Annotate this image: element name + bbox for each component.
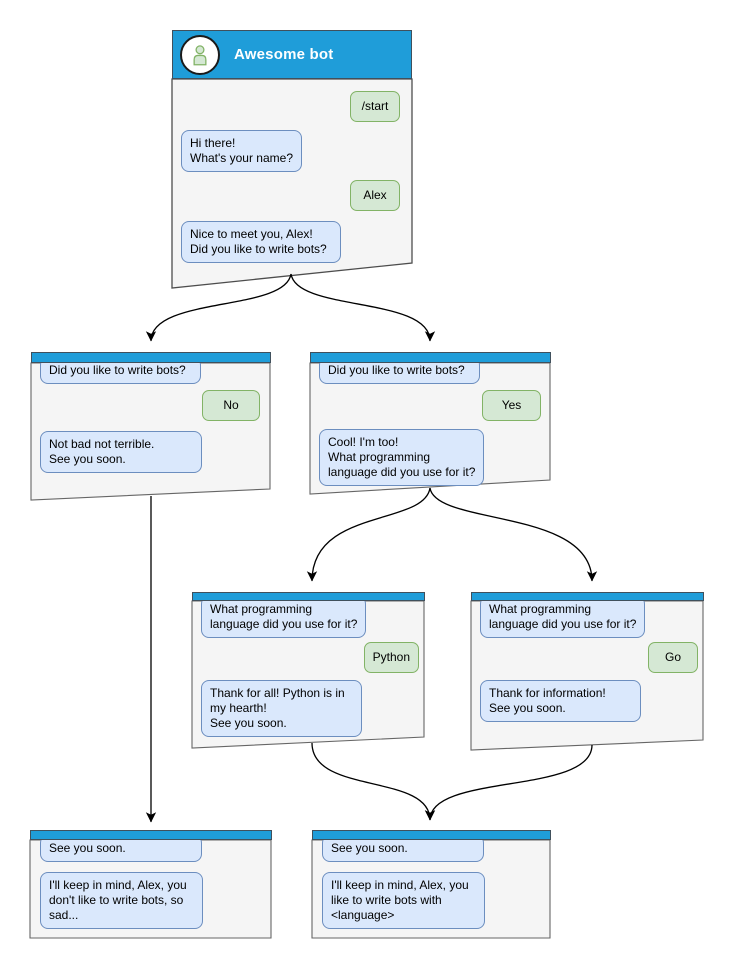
chat-window-titlebar (312, 830, 551, 840)
outgoing-message-bubble: Alex (350, 180, 400, 211)
incoming-message-bubble: Cool! I'm too! What programming language… (319, 429, 485, 486)
chat-window-titlebar (471, 592, 704, 601)
connector-start-to-yes (290, 273, 436, 342)
chat-window-titlebar (310, 352, 551, 363)
incoming-message-bubble: I'll keep in mind, Alex, you don't like … (40, 872, 203, 929)
incoming-message-bubble: What programming language did you use fo… (201, 596, 367, 638)
connector-python-to-end-yes (311, 742, 436, 821)
connector-yes-to-python (306, 487, 431, 582)
chat-window-branch-python: What programming language did you use fo… (192, 592, 425, 748)
chat-window-branch-yes: Did you like to write bots? Yes Cool! I'… (310, 352, 551, 494)
chat-window-branch-no: Did you like to write bots? No Not bad n… (31, 352, 271, 500)
incoming-message-bubble: Thank for information! See you soon. (480, 680, 641, 722)
connector-start-to-no (145, 273, 292, 342)
incoming-message-bubble: I'll keep in mind, Alex, you like to wri… (322, 872, 485, 929)
outgoing-message-bubble: Go (648, 642, 698, 673)
incoming-message-bubble: Hi there! What's your name? (181, 130, 303, 172)
chat-window-start: Awesome bot /start Hi there! What's your… (172, 30, 412, 288)
chat-window-titlebar: Awesome bot (172, 30, 412, 79)
incoming-message-bubble: Not bad not terrible. See you soon. (40, 431, 202, 473)
chat-window-end-no: See you soon. I'll keep in mind, Alex, y… (30, 830, 272, 938)
chat-window-titlebar (30, 830, 272, 840)
connector-yes-to-go (429, 487, 598, 582)
incoming-message-bubble: Nice to meet you, Alex! Did you like to … (181, 221, 341, 263)
outgoing-message-bubble: Python (363, 642, 419, 673)
incoming-message-bubble: Thank for all! Python is in my hearth! S… (201, 680, 362, 737)
outgoing-message-bubble: Yes (482, 390, 541, 421)
outgoing-message-bubble: No (202, 390, 260, 421)
bot-avatar (180, 34, 220, 75)
bot-name-label: Awesome bot (234, 46, 334, 63)
chat-window-titlebar (192, 592, 425, 601)
chat-window-titlebar (31, 352, 271, 363)
incoming-message-bubble: What programming language did you use fo… (480, 596, 646, 638)
chat-window-branch-go: What programming language did you use fo… (471, 592, 704, 750)
person-icon (193, 44, 207, 65)
connector-go-to-end-yes (424, 744, 593, 821)
outgoing-message-bubble: /start (350, 91, 400, 122)
chat-window-end-yes: See you soon. I'll keep in mind, Alex, y… (312, 830, 551, 938)
